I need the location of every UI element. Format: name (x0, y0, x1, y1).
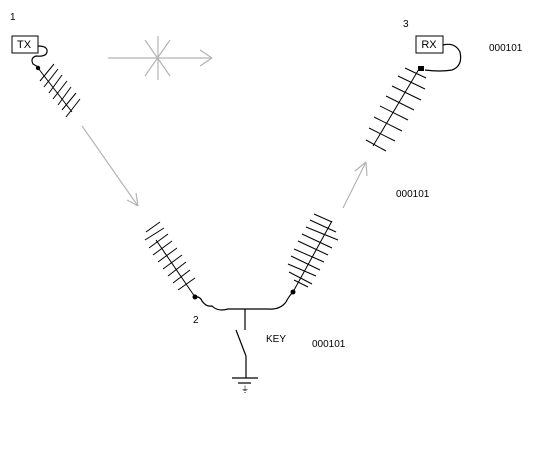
arrow-tx-to-relay (81, 125, 139, 207)
arrow-relay-to-rx (342, 161, 368, 209)
node-3-label: 3 (403, 19, 409, 30)
node-2-label: 2 (193, 315, 199, 326)
rx-feed-cable (424, 43, 462, 72)
key-label: KEY (266, 334, 287, 345)
tx-label: TX (16, 39, 32, 51)
code-label-top: 000101 (489, 43, 523, 54)
node-1-label: 1 (10, 12, 16, 23)
relay-key-circuit (194, 291, 294, 384)
rx-label: RX (421, 39, 437, 51)
code-label-bottom: 000101 (312, 339, 346, 350)
antenna-relay-right (287, 213, 339, 293)
relay-right-connector (290, 289, 296, 295)
rx-receiver (415, 35, 462, 72)
code-label-middle: 000101 (396, 189, 430, 200)
antenna-rx (365, 67, 427, 152)
ground-mark: ⏚ (241, 385, 249, 394)
tx-feed-cable (31, 45, 48, 68)
rx-connector (418, 66, 424, 71)
tx-box (11, 35, 39, 54)
interference-star-arrow (108, 36, 213, 80)
antenna-relay-left (144, 221, 196, 298)
antenna-tx (37, 63, 81, 118)
